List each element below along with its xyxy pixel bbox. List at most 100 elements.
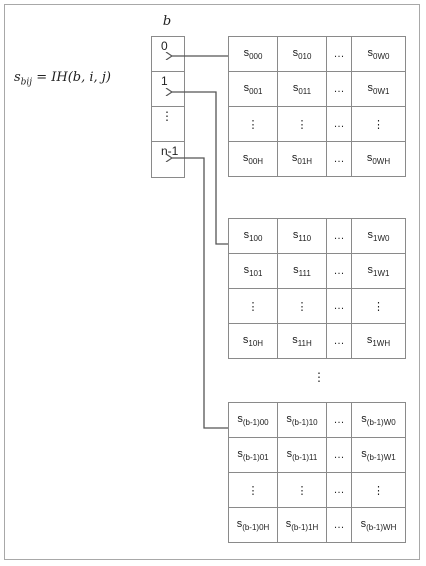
formula: sbij = IH(b, i, j) [14, 70, 111, 88]
cell-symbol: s [361, 447, 367, 460]
arrow-grid2-to-bn [172, 158, 228, 429]
b-column-label: b [162, 14, 172, 29]
cell-symbol: s [236, 517, 243, 530]
cell-symbol: s [242, 333, 249, 346]
cell-subscript: 11H [297, 339, 312, 349]
cell-symbol: … [333, 48, 345, 60]
cell-subscript: (b-1)10 [291, 418, 318, 428]
between-grids-dots: ⋮ [313, 370, 325, 384]
cell-subscript: 00H [248, 157, 264, 167]
cell-subscript: (b-1)01 [242, 453, 269, 463]
cell-symbol: s [243, 46, 250, 59]
grid-cell: s0W0 [351, 36, 406, 72]
grid-cell: … [326, 141, 352, 177]
cell-subscript: 1WH [372, 339, 391, 349]
cell-subscript: (b-1)0H [242, 523, 270, 533]
b-cell-n-1: n-1 [161, 144, 179, 158]
formula-lhs-subscript: bij [20, 77, 33, 88]
cell-symbol: s [237, 447, 243, 460]
cell-symbol: s [243, 263, 250, 276]
cell-symbol: s [367, 46, 374, 59]
cell-subscript: 101 [249, 269, 263, 279]
cell-symbol: s [285, 517, 292, 530]
formula-lhs: s [14, 70, 21, 85]
grid-cell: … [326, 218, 352, 254]
cell-symbol: s [292, 228, 299, 241]
cell-subscript: (b-1)WH [366, 523, 397, 533]
cell-subscript: 001 [249, 87, 263, 97]
cell-symbol: … [333, 300, 345, 312]
cell-symbol: s [243, 81, 250, 94]
b-cell-0: 0 [152, 37, 184, 72]
b-index-column: 0 1 ⋮ n-1 [151, 36, 185, 178]
grid-cell: s1W0 [351, 218, 406, 254]
cell-symbol: ⋮ [247, 300, 259, 313]
cell-subscript: 000 [249, 52, 263, 62]
cell-symbol: s [286, 412, 292, 425]
cell-symbol: s [291, 151, 298, 164]
cell-symbol: … [333, 153, 345, 165]
grid-cell: s110 [277, 218, 327, 254]
cell-symbol: s [243, 228, 250, 241]
cell-symbol: s [360, 517, 367, 530]
cell-subscript: 011 [298, 87, 312, 97]
cell-symbol: s [367, 81, 374, 94]
cell-subscript: (b-1)W0 [366, 418, 396, 428]
cell-subscript: 010 [298, 52, 312, 62]
arrow-grid1-to-b1 [172, 92, 228, 245]
cell-symbol: … [333, 484, 345, 496]
cell-symbol: ⋮ [296, 118, 308, 131]
grid-cell: s0WH [351, 141, 406, 177]
cell-symbol: … [333, 265, 345, 277]
cell-subscript: 0W1 [373, 87, 390, 97]
grid-cell: … [326, 36, 352, 72]
grid-cell: s(b-1)W0 [351, 402, 406, 438]
cell-symbol: … [333, 449, 345, 461]
grid-cell: s(b-1)11 [277, 437, 327, 473]
grid-cell: s10H [228, 323, 278, 359]
grid-cell: ⋮ [228, 288, 278, 324]
cell-symbol: s [237, 412, 243, 425]
cell-subscript: 100 [249, 234, 263, 244]
grid-cell: s0W1 [351, 71, 406, 107]
cell-symbol: ⋮ [373, 118, 384, 131]
cell-symbol: ⋮ [373, 484, 384, 497]
grid-cell: s011 [277, 71, 327, 107]
cell-symbol: s [293, 263, 299, 276]
cell-symbol: s [367, 263, 374, 276]
figure-frame [4, 4, 420, 560]
cell-symbol: … [333, 83, 345, 95]
cell-subscript: (b-1)1H [291, 523, 319, 533]
cell-symbol: s [361, 412, 367, 425]
cell-subscript: 1W0 [373, 234, 390, 244]
grid-row: ⋮ ⋮ … ⋮ [228, 472, 406, 508]
cell-symbol: ⋮ [296, 300, 308, 313]
cell-symbol: s [292, 81, 299, 94]
cell-symbol: s [366, 151, 373, 164]
cell-subscript: 10H [248, 339, 264, 349]
grid-cell: ⋮ [277, 472, 327, 508]
grid-cell: s00H [228, 141, 278, 177]
grid-cell: s01H [277, 141, 327, 177]
grid-cell: ⋮ [228, 472, 278, 508]
grid-cell: s(b-1)WH [351, 507, 406, 543]
b-cell-vdots: ⋮ [152, 107, 184, 142]
b-cell-1: 1 [152, 72, 184, 107]
cell-symbol: ⋮ [247, 484, 259, 497]
cell-symbol: ⋮ [247, 118, 259, 131]
cell-subscript: 1W1 [373, 269, 390, 279]
cell-subscript: 111 [298, 269, 311, 279]
grid-cell: s1WH [351, 323, 406, 359]
cell-symbol: ⋮ [296, 484, 308, 497]
cell-symbol: s [292, 46, 299, 59]
cell-symbol: s [292, 333, 298, 346]
